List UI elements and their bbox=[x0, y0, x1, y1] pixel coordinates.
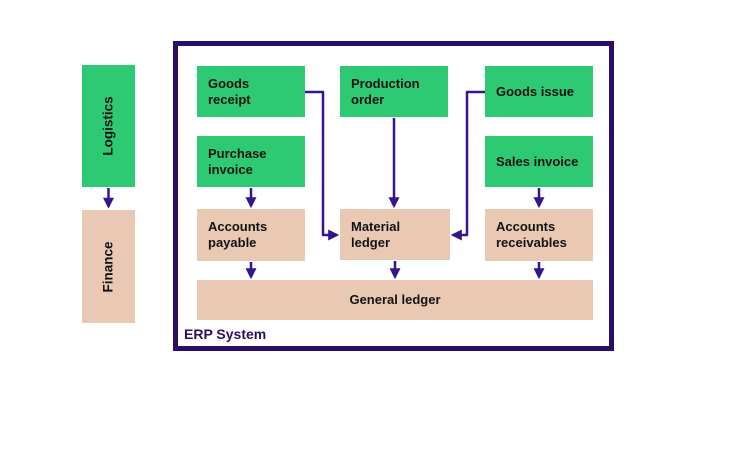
node-production-order-label: Production order bbox=[351, 75, 420, 107]
node-logistics-label: Logistics bbox=[100, 96, 116, 156]
node-general-ledger-label: General ledger bbox=[349, 292, 441, 307]
erp-system-container: ERP System bbox=[173, 41, 614, 351]
node-goods-receipt-label: Goods receipt bbox=[208, 75, 251, 107]
node-sales-invoice: Sales invoice bbox=[485, 136, 593, 187]
node-finance-label: Finance bbox=[100, 240, 116, 293]
node-goods-receipt: Goods receipt bbox=[197, 66, 305, 117]
erp-system-label: ERP System bbox=[184, 326, 267, 342]
node-accounts-receivables: Accounts receivables bbox=[485, 209, 593, 261]
node-goods-issue-label: Goods issue bbox=[496, 83, 575, 99]
node-accounts-payable-label: Accounts payable bbox=[208, 219, 268, 250]
node-purchase-invoice: Purchase invoice bbox=[197, 136, 305, 187]
node-logistics: Logistics bbox=[82, 65, 135, 187]
node-material-ledger-label: Material ledger bbox=[351, 218, 401, 250]
node-production-order: Production order bbox=[340, 66, 448, 117]
node-accounts-receivables-label: Accounts receivables bbox=[496, 219, 567, 250]
node-general-ledger: General ledger bbox=[197, 280, 593, 320]
node-material-ledger: Material ledger bbox=[340, 209, 450, 260]
node-accounts-payable: Accounts payable bbox=[197, 209, 305, 261]
node-finance: Finance bbox=[82, 210, 135, 323]
node-sales-invoice-label: Sales invoice bbox=[496, 153, 579, 169]
node-goods-issue: Goods issue bbox=[485, 66, 593, 117]
node-purchase-invoice-label: Purchase invoice bbox=[208, 145, 267, 177]
